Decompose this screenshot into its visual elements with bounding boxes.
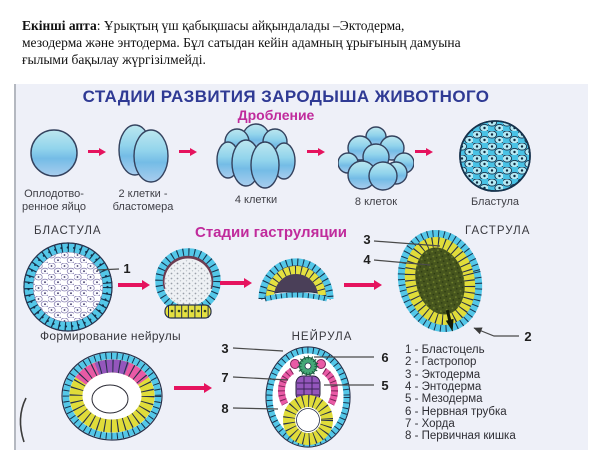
eight-cell-drawing	[338, 126, 414, 191]
flow-arrow-3	[307, 150, 318, 153]
forming-neurula-figure	[58, 348, 166, 444]
gastrula-figure	[390, 229, 490, 335]
marker-2-gastrula: 2	[524, 329, 532, 344]
flow-arrow-8	[174, 386, 204, 390]
flow-arrow-5	[118, 283, 142, 287]
fertilized-egg-figure	[29, 129, 79, 179]
eight-cell-figure	[338, 125, 414, 193]
blastula-sphere-drawing	[459, 120, 531, 192]
header-line-2: мезодерма және энтодерма. Бұл сатыдан ке…	[22, 35, 461, 50]
blastula-section-drawing	[23, 242, 113, 332]
gastrula-section-label: ГАСТРУЛА	[465, 225, 531, 237]
two-cell-figure	[114, 121, 172, 187]
blastula-section-figure	[22, 241, 114, 333]
stage-label-eight-cells: 8 клеток	[354, 196, 398, 208]
flow-arrow-6	[220, 281, 244, 285]
header-line-1: Екінші апта: Ұрықтың үш қабықшасы айқынд…	[22, 18, 405, 33]
neurula-forming-label: Формирование нейрулы	[40, 329, 181, 343]
legend-item: 6 - Нервная трубка	[405, 405, 507, 418]
early-gastrula-figure	[152, 247, 224, 321]
legend-item: 8 - Первичная кишка	[405, 430, 516, 443]
four-cell-drawing	[216, 123, 296, 189]
cleavage-heading: Дробление	[237, 107, 315, 123]
header-line-3: ғылыми бақылау жүргізілмейді.	[22, 52, 206, 67]
flow-arrow-4	[415, 150, 426, 153]
fertilized-egg-drawing	[30, 129, 78, 177]
legend-item: 7 - Хорда	[405, 418, 455, 431]
neurula-figure	[262, 343, 354, 449]
marker-3-neurula: 3	[221, 341, 229, 356]
legend-item: 5 - Мезодерма	[405, 393, 483, 406]
stage-label-egg: Оплодотво- ренное яйцо	[21, 188, 87, 214]
marker-5-neurula: 5	[381, 378, 389, 393]
diagram-title: СТАДИИ РАЗВИТИЯ ЗАРОДЫША ЖИВОТНОГО	[82, 87, 490, 106]
two-cell-drawing	[118, 124, 169, 183]
marker-4-gastrula: 4	[363, 252, 371, 267]
marker-1: 1	[123, 261, 131, 276]
header-text: Екінші апта: Ұрықтың үш қабықшасы айқынд…	[22, 17, 582, 68]
early-gastrula-drawing	[155, 248, 221, 319]
marker-7-neurula: 7	[221, 370, 229, 385]
flow-arrow-7	[344, 283, 374, 287]
legend: 1 - Бластоцель 2 - Гастропор 3 - Эктодер…	[405, 344, 585, 443]
flow-arrow-2	[179, 150, 190, 153]
legend-item: 4 - Энтодерма	[405, 381, 482, 394]
marker-6-neurula: 6	[381, 350, 389, 365]
neurula-drawing	[265, 346, 351, 448]
marker-3-gastrula: 3	[363, 232, 371, 247]
mid-gastrula-drawing	[258, 258, 334, 302]
forming-neurula-drawing	[61, 351, 163, 441]
legend-item: 3 - Эктодерма	[405, 368, 481, 381]
gastrulation-heading: Стадии гаструляции	[195, 224, 347, 241]
legend-item: 1 - Бластоцель	[405, 344, 485, 356]
mid-gastrula-figure	[257, 251, 335, 315]
stage-label-blastula: Бластула	[470, 196, 520, 208]
stage-label-two-cells: 2 клетки - бластомера	[112, 188, 174, 214]
stage-label-four-cells: 4 клетки	[234, 194, 278, 206]
neurula-label: НЕЙРУЛА	[291, 331, 353, 343]
header-lead: Екінші апта	[22, 18, 97, 33]
marker-8-neurula: 8	[221, 401, 229, 416]
gastrula-drawing	[397, 230, 483, 332]
legend-item: 2 - Гастропор	[405, 356, 477, 369]
four-cell-figure	[215, 121, 297, 191]
scan-artifact	[19, 397, 27, 443]
blastula-section-label: БЛАСТУЛА	[34, 225, 102, 237]
flow-arrow-1	[88, 150, 99, 153]
diagram-panel: СТАДИИ РАЗВИТИЯ ЗАРОДЫША ЖИВОТНОГО Дробл…	[14, 84, 588, 450]
blastula-sphere-figure	[458, 119, 532, 193]
